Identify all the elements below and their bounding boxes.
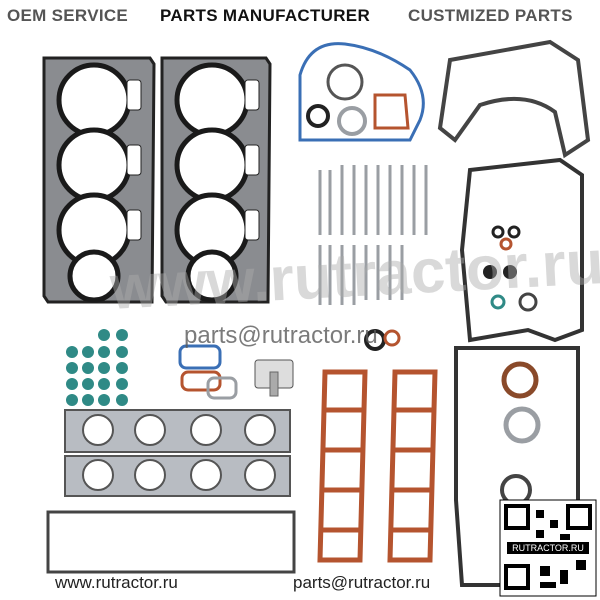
email-overlay: parts@rutractor.ru [184, 322, 378, 349]
intake-manifold-gaskets [317, 369, 438, 563]
footer-website: www.rutractor.ru [55, 573, 178, 592]
valve-stem-seals [66, 329, 128, 406]
footer-email: parts@rutractor.ru [293, 573, 431, 592]
rear-cover-gasket [437, 39, 591, 159]
head-gasket-right [160, 56, 272, 304]
banner-customized-parts: CUSTMIZED PARTS [408, 6, 573, 25]
head-gasket-left [42, 56, 156, 304]
valley-cover-gasket [46, 510, 296, 574]
oil-pan-gasket [459, 157, 584, 343]
header-banner: OEM SERVICE PARTS MANUFACTURER CUSTMIZED… [0, 0, 600, 32]
banner-oem-service: OEM SERVICE [7, 6, 129, 25]
qr-caption: RUTRACTOR.RU [507, 542, 589, 554]
timing-cover-gasket [298, 42, 425, 142]
exhaust-manifold-gaskets [64, 409, 291, 497]
misc-gaskets [178, 329, 401, 400]
head-bolts [318, 165, 428, 305]
banner-parts-manufacturer: PARTS MANUFACTURER [160, 6, 371, 25]
